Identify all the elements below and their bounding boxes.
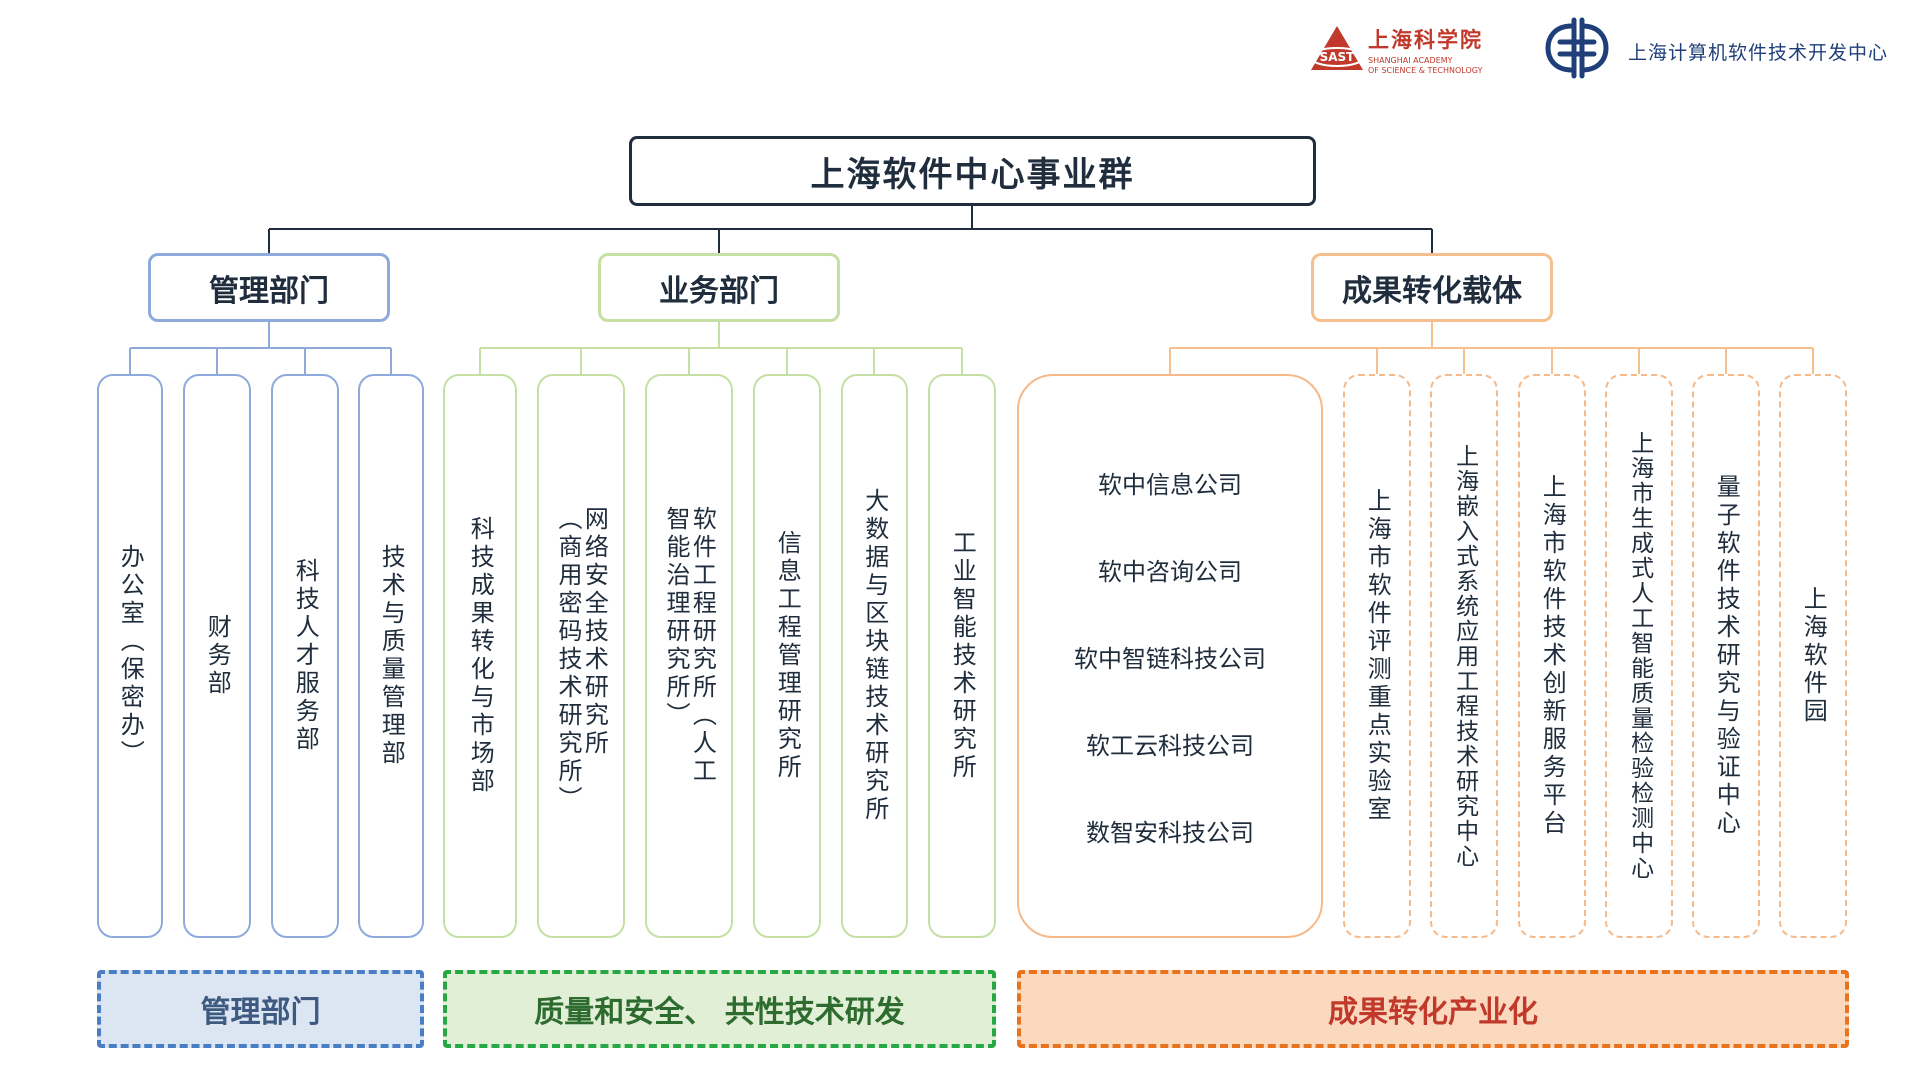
carrier-evaluation-lab: 上海市软件评测重点实验室 (1343, 374, 1411, 938)
software-center-emblem-icon (1545, 17, 1609, 79)
company-item: 数智安科技公司 (1086, 818, 1254, 847)
dept-bigdata-blockchain-label: 大数据与区块链技术研究所 (860, 488, 889, 824)
software-center-name: 上海计算机软件技术开发中心 (1628, 42, 1889, 64)
carrier-ai-quality-center: 上海市生成式人工智能质量检验检测中心 (1605, 374, 1673, 938)
category-result-carriers: 成果转化载体 (1311, 253, 1553, 322)
dept-finance: 财务部 (183, 374, 251, 938)
carrier-embedded-center-label: 上海嵌入式系统应用工程技术研究中心 (1451, 443, 1478, 869)
dept-software-engineering-label: 软件工程研究所（人工智能治理研究所） (662, 506, 717, 786)
company-item: 软工云科技公司 (1086, 731, 1254, 760)
company-item: 软中智链科技公司 (1074, 644, 1266, 673)
company-item: 软中信息公司 (1098, 470, 1242, 499)
companies-box: 软中信息公司 软中咨询公司 软中智链科技公司 软工云科技公司 数智安科技公司 (1017, 374, 1323, 938)
sast-emblem-icon: SAST (1309, 26, 1365, 70)
sast-name-en: SHANGHAI ACADEMY OF SCIENCE & TECHNOLOGY (1368, 56, 1482, 76)
carrier-embedded-center: 上海嵌入式系统应用工程技术研究中心 (1430, 374, 1498, 938)
management-connectors (129, 322, 392, 374)
sast-emblem-text: SAST (1320, 50, 1356, 64)
carrier-evaluation-lab-label: 上海市软件评测重点实验室 (1363, 488, 1392, 824)
dept-industrial-ai: 工业智能技术研究所 (928, 374, 996, 938)
carrier-software-park: 上海软件园 (1779, 374, 1847, 938)
business-connectors (479, 322, 963, 374)
banner-result: 成果转化产业化 (1017, 970, 1849, 1048)
category-business: 业务部门 (598, 253, 840, 322)
dept-network-security: 网络安全技术研究所（商用密码技术研究所） (537, 374, 625, 938)
sast-name-cn: 上海科学院 (1368, 27, 1483, 52)
category-management: 管理部门 (148, 253, 390, 322)
dept-transfer-market: 科技成果转化与市场部 (443, 374, 517, 938)
sast-name-en-line1: SHANGHAI ACADEMY (1368, 56, 1453, 65)
dept-office-label: 办公室（保密办） (116, 544, 145, 768)
dept-industrial-ai-label: 工业智能技术研究所 (948, 530, 977, 782)
carrier-innovation-platform: 上海市软件技术创新服务平台 (1518, 374, 1586, 938)
result-connectors (1169, 322, 1814, 374)
banner-management: 管理部门 (97, 970, 424, 1048)
carrier-quantum-center: 量子软件技术研究与验证中心 (1692, 374, 1760, 938)
banner-business: 质量和安全、 共性技术研发 (443, 970, 996, 1048)
dept-software-engineering: 软件工程研究所（人工智能治理研究所） (645, 374, 733, 938)
dept-talent-service-label: 科技人才服务部 (291, 558, 320, 754)
software-center-logo: 上海计算机软件技术开发中心 (1542, 16, 1912, 80)
dept-info-engineering-label: 信息工程管理研究所 (773, 530, 802, 782)
sast-logo: SAST 上海科学院 SHANGHAI ACADEMY OF SCIENCE &… (1308, 22, 1498, 82)
sast-name-en-line2: OF SCIENCE & TECHNOLOGY (1368, 66, 1483, 75)
dept-tech-quality: 技术与质量管理部 (358, 374, 424, 938)
dept-bigdata-blockchain: 大数据与区块链技术研究所 (841, 374, 908, 938)
dept-info-engineering: 信息工程管理研究所 (753, 374, 821, 938)
root-connectors (268, 206, 1433, 253)
root-node: 上海软件中心事业群 (629, 136, 1316, 206)
dept-talent-service: 科技人才服务部 (271, 374, 339, 938)
company-item: 软中咨询公司 (1098, 557, 1242, 586)
dept-tech-quality-label: 技术与质量管理部 (377, 544, 406, 768)
dept-network-security-label: 网络安全技术研究所（商用密码技术研究所） (554, 506, 609, 814)
carrier-quantum-center-label: 量子软件技术研究与验证中心 (1712, 474, 1741, 838)
carrier-ai-quality-center-label: 上海市生成式人工智能质量检验检测中心 (1626, 431, 1653, 881)
carrier-innovation-platform-label: 上海市软件技术创新服务平台 (1538, 474, 1567, 838)
dept-finance-label: 财务部 (203, 614, 232, 698)
dept-transfer-market-label: 科技成果转化与市场部 (466, 516, 495, 796)
carrier-software-park-label: 上海软件园 (1799, 586, 1828, 726)
dept-office: 办公室（保密办） (97, 374, 163, 938)
